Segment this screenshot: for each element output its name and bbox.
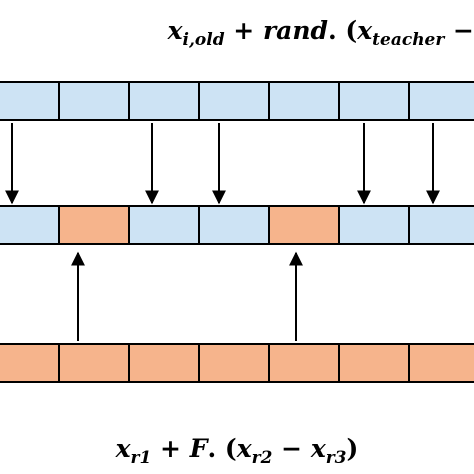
- blue-cell: [130, 83, 200, 119]
- blue-cell: [60, 83, 130, 119]
- formula-var: x: [167, 16, 183, 45]
- formula-var: x: [310, 434, 326, 463]
- orange-cell: [340, 345, 410, 381]
- formula-subscript: r2: [251, 448, 273, 468]
- trial-vector-row: [0, 205, 474, 245]
- orange-cell: [60, 207, 130, 243]
- formula-operator: +: [160, 434, 181, 463]
- formula-rand: rand: [262, 16, 328, 45]
- mutation-formula: xr1 + F. (xr2 − xr3): [0, 432, 474, 474]
- formula-subscript: teacher: [372, 30, 445, 50]
- orange-cell: [270, 207, 340, 243]
- orange-cell: [270, 345, 340, 381]
- orange-cell: [200, 345, 270, 381]
- formula-operator: −: [453, 16, 474, 45]
- formula-subscript: r1: [130, 448, 152, 468]
- blue-cell: [0, 83, 60, 119]
- formula-subscript: r3: [325, 448, 347, 468]
- orange-cell: [130, 345, 200, 381]
- teacher-vector-row: [0, 81, 474, 121]
- blue-cell: [270, 83, 340, 119]
- formula-var: x: [357, 16, 373, 45]
- blue-cell: [0, 207, 60, 243]
- formula-paren: . (: [328, 16, 358, 45]
- mutant-vector-row: [0, 343, 474, 383]
- formula-var: x: [115, 434, 131, 463]
- blue-cell: [340, 207, 410, 243]
- blue-cell: [200, 207, 270, 243]
- orange-cell: [410, 345, 474, 381]
- formula-var: x: [236, 434, 252, 463]
- formula-subscript: i,old: [182, 30, 225, 50]
- blue-cell: [410, 207, 474, 243]
- formula-operator: −: [281, 434, 303, 463]
- orange-cell: [60, 345, 130, 381]
- teacher-update-formula: xi,old + rand. (xteacher −: [0, 14, 474, 57]
- formula-paren: . (: [207, 434, 237, 463]
- orange-cell: [0, 345, 60, 381]
- formula-paren: ): [346, 434, 359, 463]
- formula-operator: +: [233, 16, 255, 45]
- formula-F: F: [189, 434, 208, 463]
- blue-cell: [410, 83, 474, 119]
- blue-cell: [200, 83, 270, 119]
- blue-cell: [130, 207, 200, 243]
- blue-cell: [340, 83, 410, 119]
